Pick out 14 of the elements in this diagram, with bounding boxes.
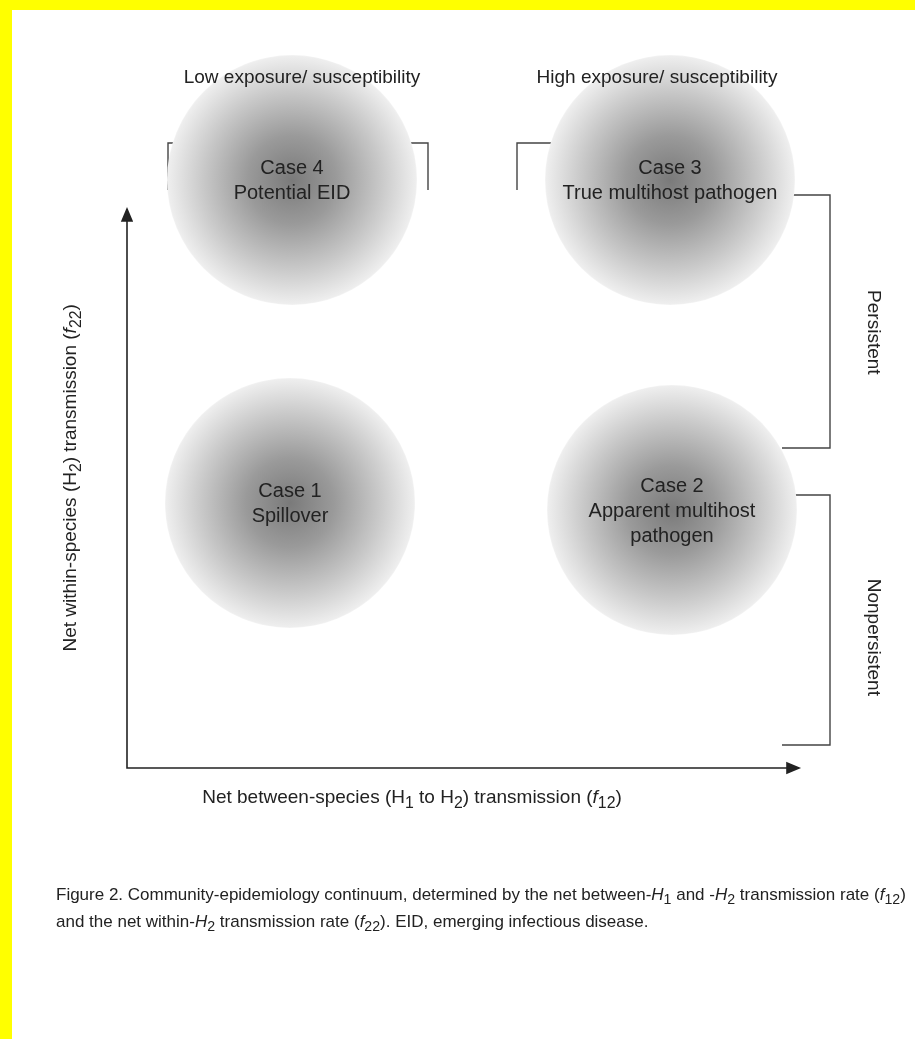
case-label: Case 2 xyxy=(640,472,704,498)
case-label: Case 3 xyxy=(638,155,702,180)
case-label: Apparent multihost pathogen xyxy=(587,497,757,548)
case-label: Case 1 xyxy=(258,478,322,503)
figure-caption: Figure 2. Community-epidemiology continuum, determined by the net between-H$_{1}$ and -H$_{2}$ transmission rate (f$_{12}$) and the net within-H$_{2}$ transmission rate (f$_{22}$). EID, emerging infectious disease. xyxy=(56,884,906,937)
case-label: True multihost pathogen xyxy=(562,180,778,205)
case-label: Potential EID xyxy=(233,180,351,205)
case-label: Case 4 xyxy=(260,155,324,180)
axis-label: Persistent xyxy=(863,289,887,377)
label: High exposure/ susceptibility xyxy=(535,65,779,89)
label: Low exposure/ susceptibility xyxy=(182,65,422,89)
label: Net between-species (H$_{1}$ to H$_{2}$) transmission (f$_{12}$) xyxy=(202,785,622,813)
case-label: Spillover xyxy=(251,503,329,528)
axis-label: Nonpersistent xyxy=(863,577,887,698)
